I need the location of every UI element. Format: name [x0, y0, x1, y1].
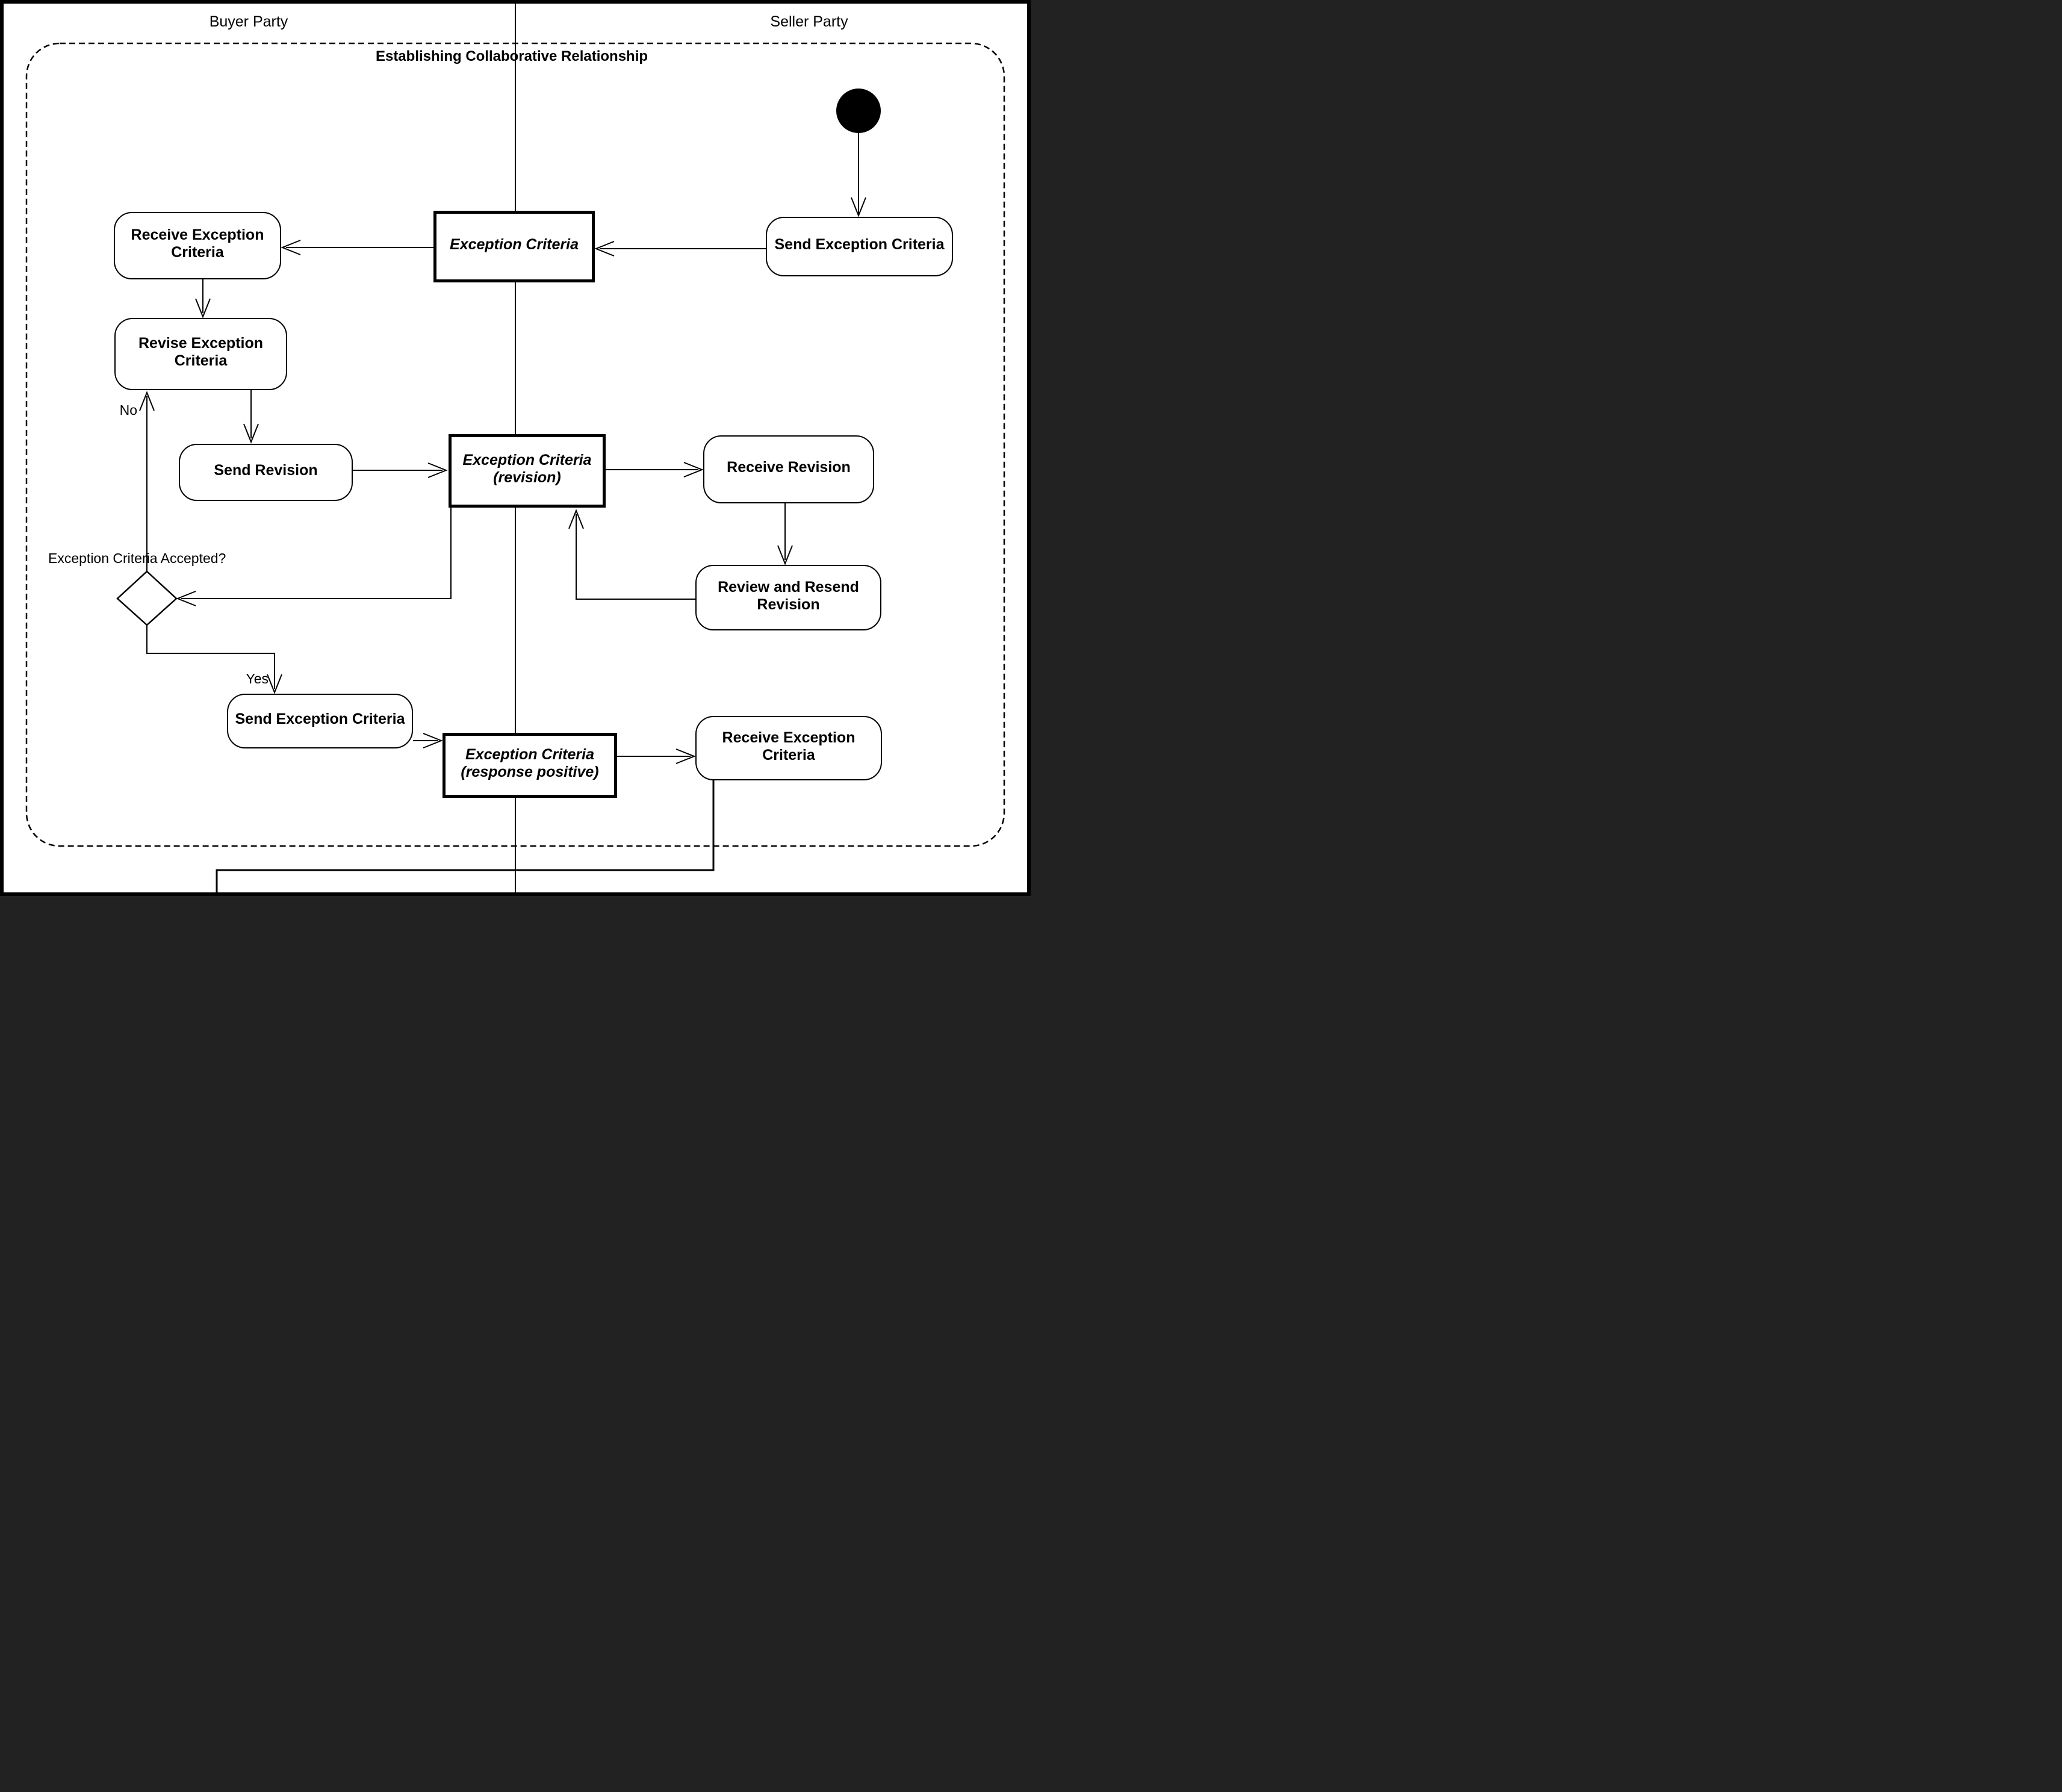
guard-yes-label: Yes: [246, 671, 269, 686]
action-receive-revision: Receive Revision: [703, 435, 874, 503]
edge-receive-to-revise: [195, 279, 211, 319]
edge-revise-to-send-revision: [243, 390, 259, 444]
object-label: Exception Criteria: [465, 746, 594, 764]
decision-question-label: Exception Criteria Accepted?: [48, 550, 226, 566]
action-review-and-resend-revision: Review and Resend Revision: [695, 565, 881, 630]
object-label: Exception Criteria: [462, 452, 592, 469]
action-label: Receive Revision: [727, 459, 851, 476]
object-exception-criteria: Exception Criteria: [433, 211, 595, 282]
action-send-exception-criteria-seller: Send Exception Criteria: [766, 217, 953, 276]
action-label: Revise Exception: [138, 335, 264, 352]
action-send-exception-criteria-buyer: Send Exception Criteria: [227, 694, 413, 748]
initial-node: [836, 89, 881, 133]
action-receive-exception-criteria-buyer: Receive Exception Criteria: [114, 212, 281, 279]
edge-send-exc-buyer-to-response-object: [413, 733, 443, 748]
edge-response-object-to-receive-exc-seller: [617, 748, 696, 764]
edge-decision-yes-to-send-exc-buyer: [146, 625, 282, 694]
activity-frame-title: Establishing Collaborative Relationship: [375, 48, 648, 64]
edge-receive-exc-seller-exit: [216, 780, 715, 892]
edge-send-exc-seller-to-exc-criteria: [594, 241, 766, 257]
action-label: Review and Resend: [718, 578, 859, 596]
edge-revision-object-to-receive-revision: [606, 462, 704, 478]
edge-send-revision-to-revision-object: [353, 462, 448, 478]
decision-diamond: [116, 570, 178, 626]
action-label: Criteria: [762, 746, 815, 764]
edge-receive-revision-to-review-resend: [777, 503, 793, 565]
object-label: Exception Criteria: [450, 236, 579, 254]
action-label: Receive Exception: [131, 226, 264, 244]
action-send-revision: Send Revision: [179, 444, 353, 501]
edge-exc-criteria-to-receive-exc-buyer: [281, 240, 433, 255]
action-label: Receive Exception: [722, 729, 856, 746]
action-label: Send Exception Criteria: [774, 236, 945, 254]
edge-revision-object-to-decision: [176, 508, 452, 606]
action-revise-exception-criteria: Revise Exception Criteria: [114, 318, 287, 390]
action-receive-exception-criteria-seller: Receive Exception Criteria: [695, 716, 882, 780]
object-exception-criteria-revision: Exception Criteria (revision): [449, 434, 606, 508]
action-label: Send Exception Criteria: [235, 711, 405, 728]
action-label: Criteria: [171, 244, 224, 261]
action-label: Send Revision: [214, 462, 318, 479]
object-exception-criteria-response-positive: Exception Criteria (response positive): [443, 733, 617, 798]
edge-decision-no-to-revise: [139, 391, 155, 571]
lane-label-seller: Seller Party: [770, 13, 848, 30]
lane-label-buyer: Buyer Party: [209, 13, 288, 30]
action-label: Revision: [757, 596, 820, 613]
activity-diagram: Buyer Party Seller Party Establishing Co…: [0, 0, 1031, 896]
object-label: (revision): [493, 469, 561, 486]
activity-frame-border: [25, 42, 1005, 847]
edge-review-resend-to-revision-object: [568, 509, 695, 600]
guard-no-label: No: [119, 402, 137, 418]
diagram-line-layer: [25, 4, 1005, 892]
action-label: Criteria: [174, 352, 228, 369]
object-label: (response positive): [461, 764, 599, 780]
edge-start-to-send-exc-seller: [851, 133, 866, 217]
